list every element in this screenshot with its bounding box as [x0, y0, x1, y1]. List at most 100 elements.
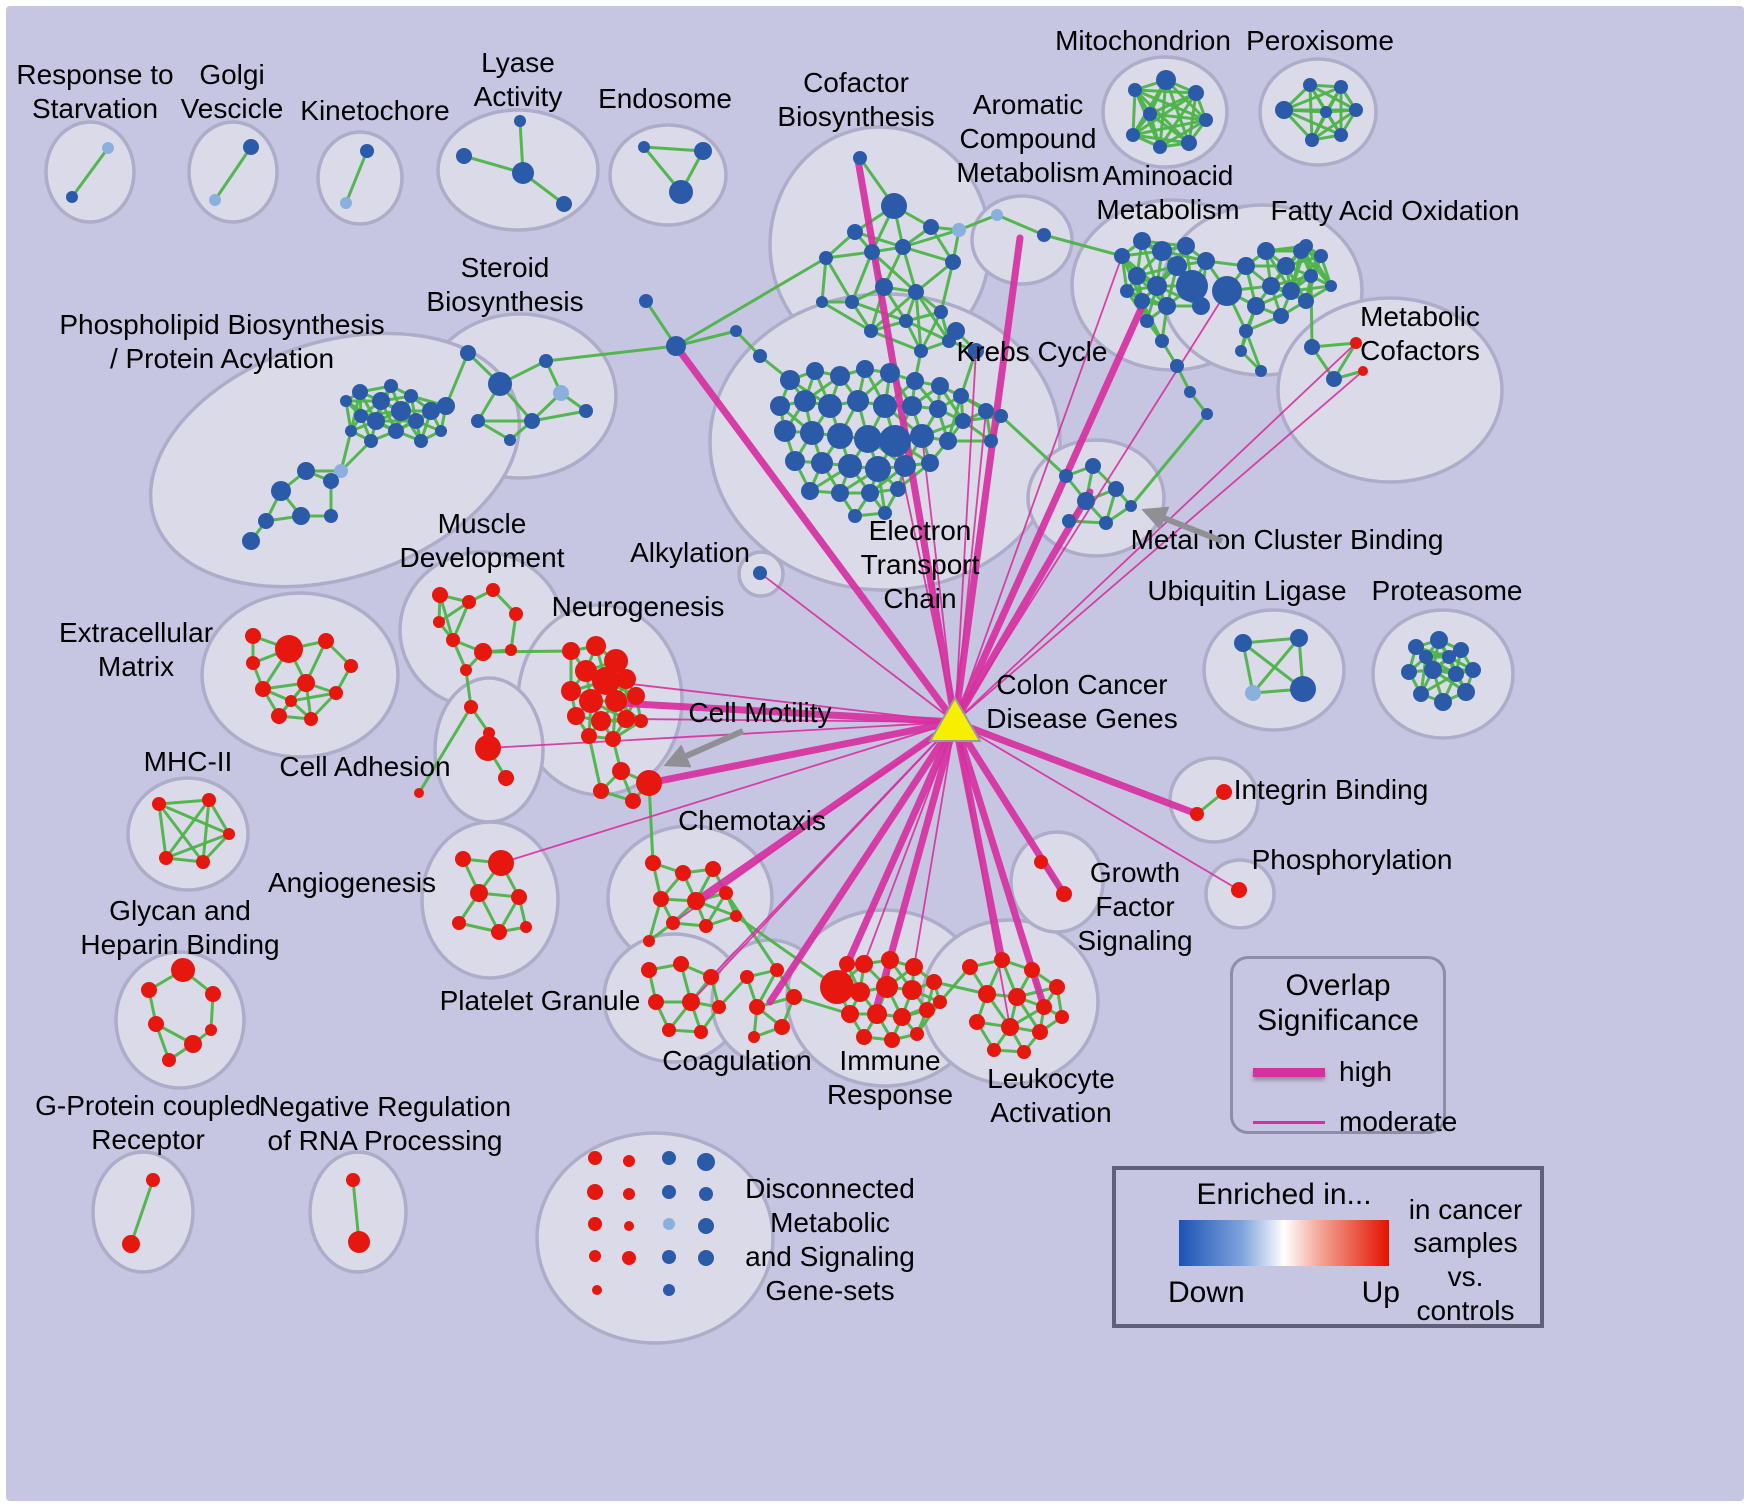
- gene-set-node-cell-adhesion: [414, 788, 424, 798]
- gene-set-overlap-edge: [531, 409, 587, 423]
- gene-set-overlap-edge: [1149, 112, 1207, 122]
- gene-set-overlap-edge: [821, 300, 872, 333]
- cluster-label-chemotaxis: Chemotaxis: [678, 805, 826, 836]
- gene-set-node-steroid-biosynthesis: [524, 413, 540, 429]
- inter-cluster-edge: [339, 439, 373, 473]
- gene-set-node-junction: [666, 336, 686, 356]
- gene-set-node-neurogenesis: [562, 642, 580, 660]
- gene-set-node-neurogenesis: [592, 667, 620, 695]
- gene-set-node-platelet-granule: [648, 994, 664, 1010]
- gene-set-node-leukocyte-activation: [1055, 1010, 1069, 1024]
- overlap-moderate-edge: [710, 721, 956, 978]
- gene-set-node-disconnected-gene-sets: [662, 1151, 676, 1165]
- cluster-label-peroxisome: Peroxisome: [1246, 25, 1394, 56]
- inter-cluster-edge: [793, 995, 851, 1016]
- moderate-significance-label: moderate: [1339, 1106, 1458, 1137]
- gene-set-node-response-to-starvation: [66, 191, 78, 203]
- gene-set-node-mitochondrion: [1181, 135, 1197, 151]
- gene-set-node-extracellular-matrix: [245, 628, 261, 644]
- gene-set-node-cofactor-biosynthesis: [875, 278, 893, 296]
- gene-set-node-mhc-ii: [223, 828, 235, 840]
- gene-set-node-electron-transport-chain: [753, 349, 767, 363]
- gene-set-node-immune-response: [926, 974, 942, 990]
- gene-set-overlap-edge: [820, 257, 828, 303]
- legend-overlap-title: Overlap Significance: [1257, 969, 1419, 1037]
- gene-set-node-leukocyte-activation: [1049, 979, 1065, 995]
- gene-set-node-mhc-ii: [152, 797, 166, 811]
- layer-hub: [928, 696, 982, 742]
- gene-set-node-aminoacid-metabolism: [1170, 359, 1184, 373]
- cluster-label-mitochondrion: Mitochondrion: [1055, 25, 1231, 56]
- gene-set-node-platelet-granule: [673, 956, 689, 972]
- cluster-label-cell-motility: Cell Motility: [688, 697, 831, 728]
- gene-set-node-angiogenesis: [455, 851, 471, 867]
- gene-set-node-cofactor-biosynthesis: [945, 254, 961, 270]
- gene-set-overlap-edge: [165, 832, 230, 860]
- gene-set-node-endosome: [694, 142, 712, 160]
- gene-set-overlap-edge: [1159, 118, 1207, 149]
- gene-set-node-alkylation: [753, 566, 767, 580]
- gene-set-node-platelet-granule: [712, 1000, 726, 1014]
- gene-set-node-aminoacid-metabolism: [1140, 314, 1154, 328]
- layer-arrows: [663, 506, 1224, 768]
- gene-set-overlap-edge: [417, 706, 473, 794]
- gene-set-node-chemotaxis: [653, 891, 669, 907]
- gene-set-node-electron-transport-chain: [794, 390, 816, 412]
- gene-set-node-extracellular-matrix: [297, 674, 315, 692]
- inter-cluster-edge: [1129, 413, 1209, 507]
- gene-set-node-immune-response: [933, 995, 947, 1009]
- gene-set-node-cell-motility: [625, 793, 641, 809]
- gene-set-node-phospholipid-biosynthesis: [422, 402, 440, 420]
- gene-set-node-platelet-granule: [703, 969, 719, 985]
- gene-set-node-immune-response: [820, 970, 854, 1004]
- gene-set-node-steroid-biosynthesis: [504, 434, 516, 446]
- inter-cluster-edge: [647, 782, 655, 864]
- gene-set-node-glycan-heparin-binding: [205, 1024, 217, 1036]
- gene-set-node-neurogenesis: [604, 649, 628, 673]
- gene-set-node-muscle-development: [505, 644, 517, 656]
- gene-set-node-electron-transport-chain: [878, 506, 892, 520]
- gene-set-node-electron-transport-chain: [780, 370, 800, 390]
- gene-set-node-peroxisome: [1275, 101, 1293, 119]
- cluster-label-coagulation: Coagulation: [662, 1045, 811, 1076]
- gene-set-node-coagulation: [770, 963, 784, 977]
- gene-set-node-disconnected-gene-sets: [623, 1155, 635, 1167]
- cluster-ellipse-extracellular-matrix: [200, 591, 400, 759]
- overlap-high-edge: [951, 718, 1006, 964]
- gene-set-node-electron-transport-chain: [978, 403, 994, 419]
- gene-set-node-angiogenesis: [488, 850, 514, 876]
- gene-set-node-electron-transport-chain: [801, 482, 819, 500]
- gene-set-node-aminoacid-metabolism: [1184, 386, 1196, 398]
- gene-set-node-metabolic-cofactors: [1304, 339, 1320, 355]
- gene-set-node-lyase-activity: [512, 162, 534, 184]
- gene-set-overlap-edge: [870, 329, 922, 353]
- gene-set-node-electron-transport-chain: [861, 484, 879, 502]
- gene-set-node-proteasome: [1430, 631, 1448, 649]
- gene-set-overlap-edge: [1149, 112, 1190, 145]
- enrichment-note: in cancer samples vs. controls: [1408, 1193, 1523, 1326]
- inter-cluster-edge: [933, 980, 988, 996]
- gene-set-node-leukocyte-activation: [962, 959, 978, 975]
- gene-set-node-electron-transport-chain: [921, 454, 939, 472]
- gene-set-node-phospholipid-biosynthesis: [297, 462, 315, 480]
- gene-set-node-ubiquitin-ligase: [1245, 685, 1261, 701]
- gene-set-node-mitochondrion: [1128, 83, 1142, 97]
- gene-set-node-cofactor-biosynthesis: [847, 224, 863, 240]
- gene-set-node-platelet-granule: [641, 962, 657, 978]
- gene-set-node-immune-response: [876, 976, 898, 998]
- gene-set-node-immune-response: [850, 982, 870, 1002]
- gene-set-node-phospholipid-biosynthesis: [408, 413, 424, 429]
- gene-set-node-neurogenesis: [586, 636, 606, 656]
- gene-set-node-chemotaxis: [719, 886, 733, 900]
- gene-set-node-lyase-activity: [456, 148, 472, 164]
- cluster-ellipse-disconnected-gene-sets: [535, 1131, 775, 1345]
- gene-set-node-neurogenesis: [581, 728, 597, 744]
- gene-set-node-integrin-binding: [1190, 807, 1204, 821]
- inter-cluster-edge: [545, 344, 677, 363]
- gene-set-node-cofactor-biosynthesis: [914, 344, 928, 358]
- gene-set-node-chemotaxis: [730, 910, 742, 922]
- gene-set-overlap-edge: [164, 799, 211, 859]
- inter-cluster-edge: [1309, 275, 1314, 348]
- enrichment-scale: Enriched in... Down Up: [1168, 1176, 1400, 1318]
